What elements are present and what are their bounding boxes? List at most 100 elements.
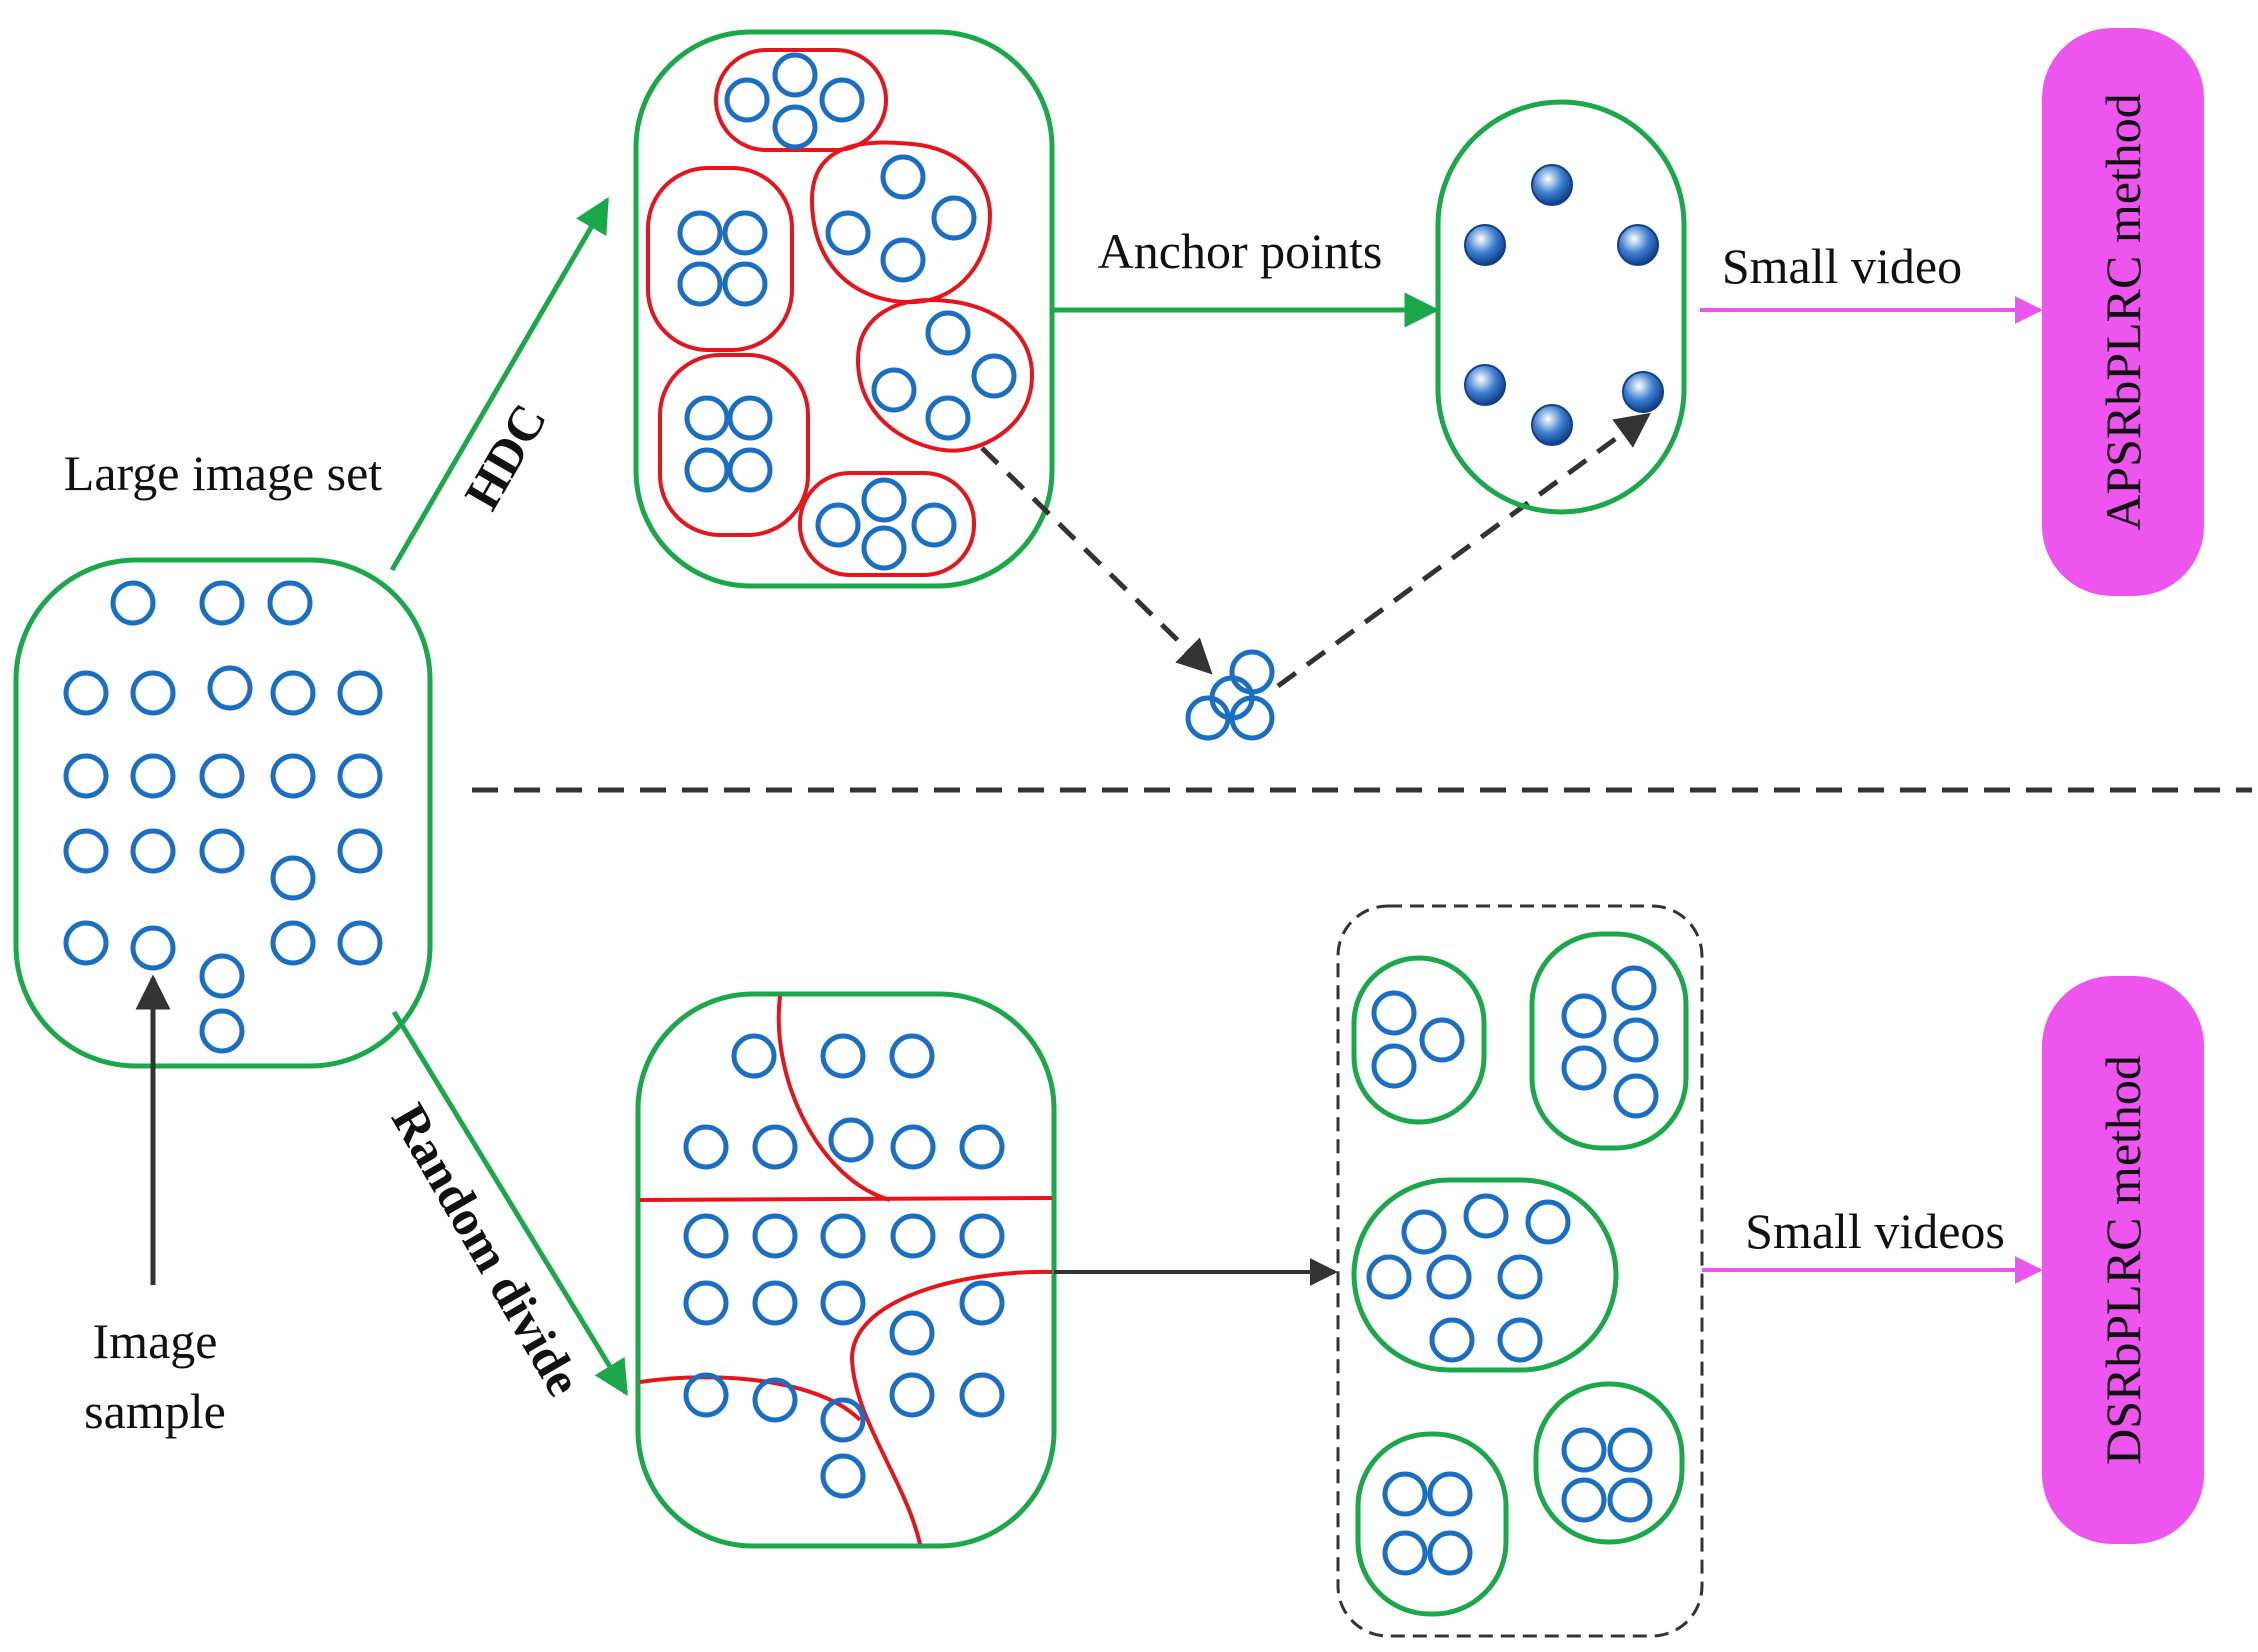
hdc-cluster-outlines [646,48,1035,577]
sample-circle [722,261,768,307]
sample-circle [130,670,176,716]
random-divide-samples [683,1033,1005,1499]
sample-circle [815,502,861,548]
sample-circle [1382,1471,1428,1517]
sample-circle [889,1310,935,1356]
sample-circle [1497,1254,1543,1300]
image-sample-label-line2: sample [84,1383,226,1439]
anchor-point [1617,224,1659,266]
sample-circle [270,855,316,901]
sample-circle [684,395,730,441]
sample-circle [890,1213,936,1259]
sample-circle [1419,1017,1465,1063]
sample-circle [959,1280,1005,1326]
sample-circle [1611,965,1657,1011]
subset-samples [1366,965,1659,1576]
sample-circle [270,753,316,799]
sample-circle [199,753,245,799]
sample-circle [684,447,730,493]
hdc-samples [677,52,1017,571]
sample-circle [825,210,871,256]
dsrbplrc-method-box [2042,976,2204,1544]
sample-circle [925,310,971,356]
sample-circle [1427,1530,1473,1576]
large-image-set-label: Large image set [64,445,382,501]
sample-circle [722,210,768,256]
sample-circle [1613,1073,1659,1119]
random-divide-label: Random divide [381,1094,593,1405]
sample-circle [199,1008,245,1054]
image-sample-label-line1: Image [93,1313,218,1369]
anchor-point [1531,164,1573,206]
anchor-points-label: Anchor points [1098,223,1383,279]
sample-circle [1229,695,1275,741]
cluster-to-overlap-arrow [980,446,1213,675]
sample-circle [1561,993,1607,1039]
sample-circle [270,920,316,966]
sample-circle [820,1213,866,1259]
sample-circle [63,670,109,716]
hdc-arrow [389,196,610,572]
sample-circle [971,353,1017,399]
sample-circle [1561,1427,1607,1473]
sample-circle [911,502,957,548]
anchor-point [1464,364,1506,406]
sample-circle [1613,1017,1659,1063]
sample-circle [1401,1209,1447,1255]
sample-circle [270,670,316,716]
sample-circle [925,395,971,441]
sample-circle [727,395,773,441]
anchor-point [1531,404,1573,446]
sample-circle [819,77,865,123]
anchor-points-container [1435,99,1687,515]
sample-circle [752,1213,798,1259]
sample-circle [880,237,926,283]
sample-circle [752,1124,798,1170]
sample-circle [337,920,383,966]
sample-circle [677,261,723,307]
sample-circle [724,77,770,123]
apsrbplrc-method-box [2042,28,2204,596]
sample-circle [337,828,383,874]
sample-circle [752,1377,798,1423]
sample-circle [130,753,176,799]
sample-circle [130,925,176,971]
hdc-label: HDC [453,394,557,518]
sample-circle [1525,1199,1571,1245]
sample-circle [1371,990,1417,1036]
apsrbplrc-method-label: APSRbPLRC method [2095,93,2151,531]
hdc-clusters-container [633,29,1055,589]
sample-circle [959,1124,1005,1170]
sample-circle [1371,1043,1417,1089]
sample-circle [207,665,253,711]
anchor-point [1464,224,1506,266]
sample-circle [1463,1193,1509,1239]
sample-circle [63,753,109,799]
sample-circle [861,525,907,571]
sample-circle [63,828,109,874]
sample-circle [683,1213,729,1259]
sample-circle [1561,1045,1607,1091]
sample-circle [683,1372,729,1418]
small-videos-label: Small videos [1745,1203,2005,1259]
anchor-point [1622,371,1664,413]
sample-circle [1382,1530,1428,1576]
sample-circle [880,154,926,200]
sample-circle [1229,649,1275,695]
dsrbplrc-method-label: DSRbPLRC method [2095,1055,2151,1465]
sample-circle [683,1280,729,1326]
sample-circle [110,580,156,626]
sample-circle [337,753,383,799]
large-image-set-samples [63,580,383,1054]
sample-circle [199,953,245,999]
sample-circle [1607,1427,1653,1473]
sample-circle [337,670,383,716]
sample-circle [772,104,818,150]
sample-circle [267,580,313,626]
sample-circle [1429,1317,1475,1363]
random-divide-arrow [391,1010,629,1396]
sample-circle [683,1124,729,1170]
sample-circle [861,477,907,523]
sample-circle [828,1117,874,1163]
overlap-to-anchor-arrow [1276,412,1651,689]
